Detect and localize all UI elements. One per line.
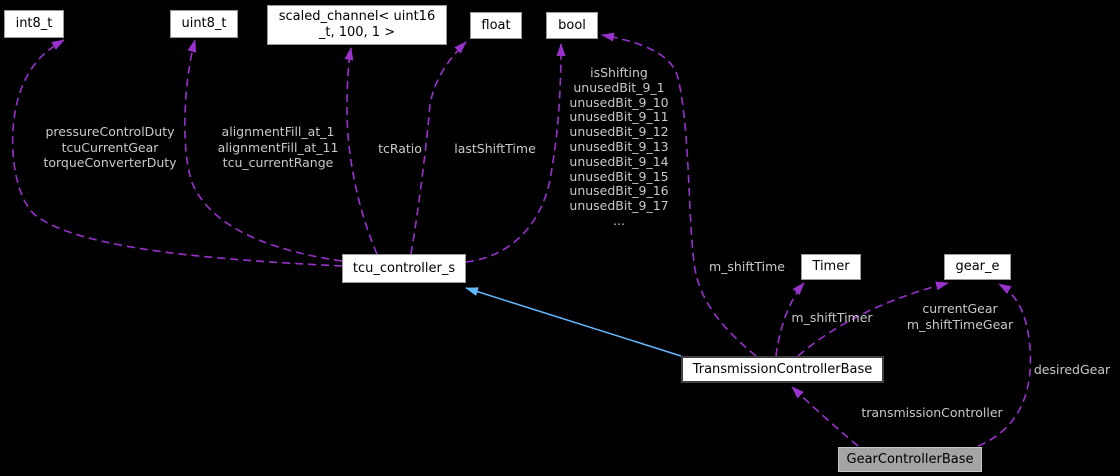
edge-tcu-to-float bbox=[410, 41, 467, 255]
node-tcu_controller_s[interactable]: tcu_controller_s bbox=[342, 254, 466, 283]
node-timer[interactable]: Timer bbox=[801, 254, 861, 280]
edge-tcb-to-bool bbox=[601, 32, 757, 357]
edge-tcu-to-uint8_t bbox=[184, 39, 343, 262]
edge-label-transmission-controller: transmissionController bbox=[861, 405, 1003, 420]
edge-label-tc-ratio: tcRatio bbox=[378, 141, 422, 156]
edge-label-m-shift-timer: m_shiftTimer bbox=[791, 310, 873, 325]
node-uint8_t[interactable]: uint8_t bbox=[170, 10, 238, 38]
edge-tcu-to-int8_t bbox=[11, 39, 343, 267]
edge-label-int8-members: pressureControlDuty tcuCurrentGear torqu… bbox=[43, 124, 177, 170]
node-gear-controller-base[interactable]: GearControllerBase bbox=[838, 447, 982, 472]
edge-label-desired-gear: desiredGear bbox=[1033, 362, 1111, 377]
edge-label-last-shift-time: lastShiftTime bbox=[454, 141, 536, 156]
edge-label-uint8-members: alignmentFill_at_1 alignmentFill_at_11 t… bbox=[217, 124, 339, 170]
node-gear_e[interactable]: gear_e bbox=[944, 254, 1011, 280]
edge-gcb-to-gear_e bbox=[977, 283, 1032, 447]
edge-label-gear-members: currentGear m_shiftTimeGear bbox=[906, 301, 1014, 332]
node-bool[interactable]: bool bbox=[546, 12, 598, 39]
node-scaled_channel[interactable]: scaled_channel< uint16 _t, 100, 1 > bbox=[267, 5, 447, 45]
edge-label-m-shift-time: m_shiftTime bbox=[708, 259, 786, 274]
edge-tcb-to-timer bbox=[775, 282, 805, 357]
edge-tcu-to-scaled_channel bbox=[344, 47, 378, 255]
edge-label-bool-members: isShifting unusedBit_9_1 unusedBit_9_10 … bbox=[569, 65, 669, 228]
node-float[interactable]: float bbox=[470, 12, 522, 39]
node-int8_t[interactable]: int8_t bbox=[4, 10, 64, 38]
edge-tcb-to-gear_e bbox=[797, 281, 949, 357]
edge-gcb-to-tcb bbox=[791, 386, 859, 447]
node-transmission-controller-base[interactable]: TransmissionControllerBase bbox=[681, 356, 884, 383]
edge-inheritance-tcb-to-tcu bbox=[465, 287, 682, 357]
